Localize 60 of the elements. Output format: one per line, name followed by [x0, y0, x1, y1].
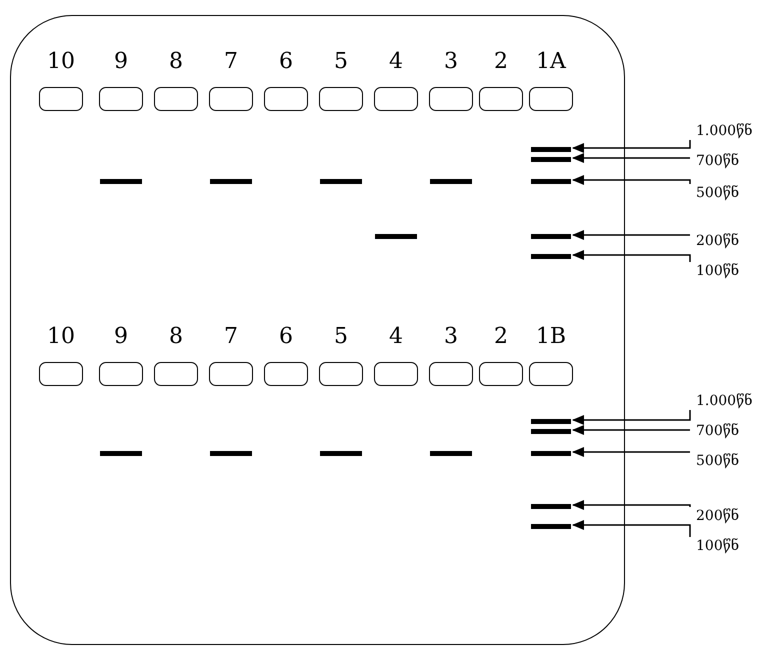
dna-band — [210, 178, 252, 184]
dna-band — [531, 146, 571, 152]
lane-label: 3 — [443, 49, 459, 75]
dna-band — [320, 178, 362, 184]
lane-label: 1A — [535, 49, 568, 75]
leader-arrow — [572, 140, 691, 153]
gel-outline — [10, 15, 625, 645]
dna-band — [320, 450, 362, 456]
leader-arrow — [572, 500, 691, 510]
lane-label: 2 — [493, 324, 509, 350]
dna-band — [531, 234, 571, 238]
dna-band — [210, 450, 252, 456]
leader-arrow — [572, 447, 691, 457]
leader-arrow — [572, 425, 691, 435]
leader-arrow — [572, 230, 691, 240]
dna-band — [430, 450, 472, 456]
dna-band — [100, 450, 142, 456]
size-label: 700წნ — [696, 152, 740, 170]
leader-arrow — [572, 250, 691, 262]
dna-band — [100, 178, 142, 184]
size-label: 200წნ — [696, 507, 740, 525]
dna-band — [531, 254, 571, 258]
size-label: 1.000წნ — [696, 122, 752, 140]
leader-arrow — [572, 520, 691, 537]
lane-label: 4 — [388, 49, 404, 75]
dna-band — [531, 450, 571, 456]
size-label: 700წნ — [696, 422, 740, 440]
dna-band — [375, 234, 417, 238]
dna-band — [531, 428, 571, 434]
lane-label: 8 — [168, 324, 184, 350]
dna-band — [531, 524, 571, 528]
lane-label: 4 — [388, 324, 404, 350]
size-label: 500წნ — [696, 452, 740, 470]
leader-arrow — [572, 410, 691, 425]
dna-band — [430, 178, 472, 184]
leader-arrow — [572, 153, 691, 163]
dna-band — [531, 418, 571, 424]
lane-label: 7 — [223, 49, 239, 75]
lane-label: 2 — [493, 49, 509, 75]
size-label: 200წნ — [696, 232, 740, 250]
size-label: 1.000წნ — [696, 392, 752, 410]
dna-band — [531, 504, 571, 508]
lane-label: 9 — [113, 49, 129, 75]
lane-label: 1B — [534, 324, 568, 350]
dna-band — [531, 178, 571, 184]
size-label: 100წნ — [696, 537, 740, 555]
lane-label: 7 — [223, 324, 239, 350]
leader-arrow — [572, 175, 691, 185]
lane-label: 5 — [333, 324, 349, 350]
lane-label: 10 — [46, 324, 76, 350]
lane-label: 8 — [168, 49, 184, 75]
lane-label: 10 — [46, 49, 76, 75]
lane-label: 3 — [443, 324, 459, 350]
dna-band — [531, 156, 571, 162]
size-label: 100წნ — [696, 262, 740, 280]
lane-label: 6 — [278, 49, 294, 75]
lane-label: 5 — [333, 49, 349, 75]
size-label: 500წნ — [696, 184, 740, 202]
lane-label: 6 — [278, 324, 294, 350]
lane-label: 9 — [113, 324, 129, 350]
